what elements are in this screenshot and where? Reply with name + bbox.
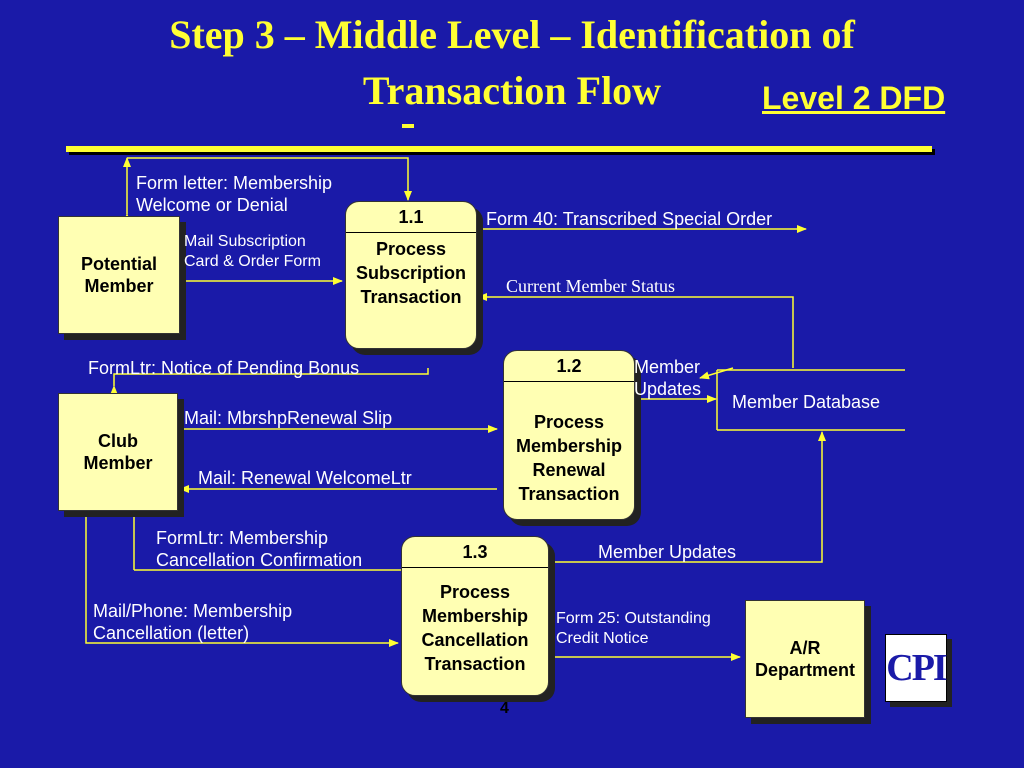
flow-line-cancel-letter — [82, 506, 399, 647]
title-rule — [66, 146, 932, 152]
cpi-logo: CPI — [885, 634, 948, 702]
flow-line-status — [477, 293, 794, 368]
flow-label-renewal-welcome: Mail: Renewal WelcomeLtr — [198, 468, 412, 488]
flow-pointer-updates — [699, 367, 734, 380]
process-1-3-name: Process Membership Cancellation Transact… — [421, 582, 529, 674]
flow-line-welcome-to-process — [127, 157, 412, 201]
process-1-3-number: 1.3 — [402, 537, 548, 568]
flow-label-current-status: Current Member Status — [506, 276, 675, 296]
flow-label-renewal-slip: Mail: MbrshpRenewal Slip — [184, 408, 393, 428]
entity-ar-department-label: A/R Department — [754, 638, 856, 680]
flow-label-mail-subscription: Mail Subscription Card & Order Form — [184, 233, 321, 270]
entity-club-member: Club Member — [58, 393, 178, 511]
flow-line-pending-bonus — [110, 368, 429, 395]
entity-potential-member-label: Potential Member — [80, 254, 157, 296]
page-number: 4 — [500, 700, 509, 717]
process-1-3: 1.3 Process Membership Cancellation Tran… — [401, 536, 549, 696]
flow-label-cancel-confirm: FormLtr: Membership Cancellation Confirm… — [156, 528, 363, 570]
process-1-2-name: Process Membership Renewal Transaction — [515, 412, 623, 504]
process-1-1: 1.1 Process Subscription Transaction — [345, 201, 477, 349]
process-1-1-name: Process Subscription Transaction — [355, 239, 466, 307]
flow-label-member-updates-12: Member Updates — [634, 357, 702, 399]
entity-club-member-label: Club Member — [83, 431, 153, 473]
level-label: Level 2 DFD — [762, 80, 946, 116]
process-1-1-number: 1.1 — [346, 202, 476, 233]
flow-label-form25: Form 25: Outstanding Credit Notice — [556, 610, 711, 647]
title-dash — [402, 124, 414, 128]
slide-title-line2: Transaction Flow — [362, 68, 662, 113]
slide-title-line1: Step 3 – Middle Level – Identification o… — [169, 12, 855, 57]
process-1-2: 1.2 Process Membership Renewal Transacti… — [503, 350, 635, 520]
flow-label-form40: Form 40: Transcribed Special Order — [486, 209, 773, 229]
entity-ar-department: A/R Department — [745, 600, 865, 718]
flow-label-pending-bonus: FormLtr: Notice of Pending Bonus — [88, 358, 360, 378]
entity-potential-member: Potential Member — [58, 216, 180, 334]
flow-label-form-letter: Form letter: Membership Welcome or Denia… — [136, 173, 333, 215]
flow-label-cancel-letter: Mail/Phone: Membership Cancellation (let… — [93, 601, 293, 643]
process-1-2-number: 1.2 — [504, 351, 634, 382]
flow-line-member-updates-13 — [541, 431, 826, 566]
datastore-member-database: Member Database — [732, 392, 881, 412]
flow-label-member-updates-13: Member Updates — [598, 542, 737, 562]
